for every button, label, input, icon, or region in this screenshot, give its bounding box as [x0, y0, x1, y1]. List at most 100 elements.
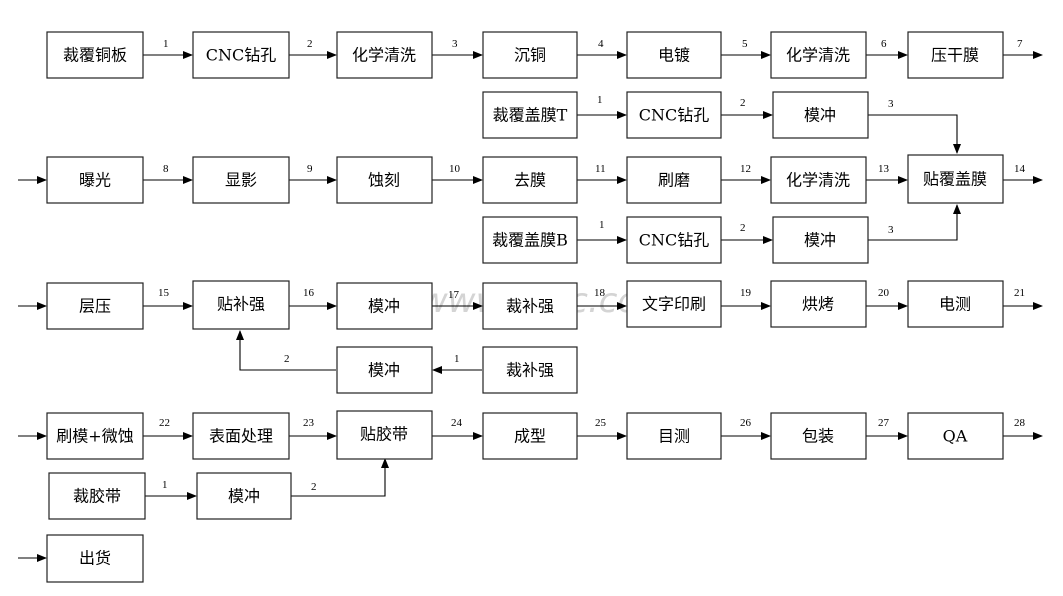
process-step-cnc-drill: CNC钻孔 — [626, 91, 722, 139]
process-step-plating: 电镀 — [626, 31, 722, 79]
process-label: 刷模+微蚀 — [56, 427, 133, 446]
step-number: 9 — [307, 163, 313, 175]
process-step-die-punch: 模冲 — [336, 346, 433, 394]
step-number: 21 — [1014, 287, 1025, 299]
process-label: 模冲 — [368, 297, 400, 316]
process-label: 刷磨 — [658, 171, 690, 190]
process-step-cut-ccl: 裁覆铜板 — [46, 31, 144, 79]
process-label: 曝光 — [79, 171, 111, 190]
process-label: 贴补强 — [217, 295, 265, 314]
step-number: 13 — [878, 163, 890, 175]
process-step-surface-finish: 表面处理 — [192, 412, 290, 460]
step-number: 12 — [740, 163, 751, 175]
process-step-cut-coverlay-bottom: 裁覆盖膜B — [482, 216, 578, 264]
process-step-exposure: 曝光 — [46, 156, 144, 204]
process-label: 化学清洗 — [352, 46, 416, 65]
process-label: 化学清洗 — [786, 171, 850, 190]
step-number: 2 — [311, 481, 317, 493]
process-label: 裁覆盖膜T — [493, 106, 568, 125]
step-number: 1 — [454, 353, 460, 365]
step-number: 2 — [284, 353, 290, 365]
step-number: 1 — [163, 38, 169, 50]
process-step-cut-stiffener: 裁补强 — [482, 282, 578, 330]
process-label: 模冲 — [228, 487, 260, 506]
process-step-packaging: 包装 — [770, 412, 867, 460]
process-step-chemical-clean: 化学清洗 — [336, 31, 433, 79]
step-number: 26 — [740, 417, 752, 429]
process-label: 去膜 — [514, 171, 546, 190]
process-label: 模冲 — [804, 106, 836, 125]
process-label: 出货 — [79, 549, 111, 568]
process-label: 裁覆铜板 — [63, 46, 127, 65]
process-label: 烘烤 — [802, 295, 834, 314]
process-label: 目测 — [658, 427, 690, 446]
process-step-die-punch: 模冲 — [336, 282, 433, 330]
process-step-cnc-drill: CNC钻孔 — [626, 216, 722, 264]
step-number: 23 — [303, 417, 315, 429]
step-number: 18 — [594, 287, 606, 299]
process-step-die-punch: 模冲 — [196, 472, 292, 520]
step-number: 11 — [595, 163, 606, 175]
process-label: 贴胶带 — [360, 425, 408, 444]
step-number: 3 — [888, 98, 894, 110]
process-label: 贴覆盖膜 — [923, 170, 987, 189]
process-step-apply-coverlay: 贴覆盖膜 — [907, 154, 1004, 204]
process-label: CNC钻孔 — [206, 46, 277, 65]
step-number: 8 — [163, 163, 169, 175]
process-step-apply-stiffener: 贴补强 — [192, 280, 290, 330]
process-label: QA — [943, 427, 968, 446]
process-step-laminate-dry-film: 压干膜 — [907, 31, 1004, 79]
step-number: 28 — [1014, 417, 1026, 429]
process-label: 显影 — [225, 171, 257, 190]
step-number: 24 — [451, 417, 463, 429]
step-number: 1 — [597, 94, 603, 106]
step-number: 1 — [162, 479, 168, 491]
step-number: 4 — [598, 38, 604, 50]
step-number: 3 — [452, 38, 458, 50]
process-label: 化学清洗 — [786, 46, 850, 65]
step-number: 14 — [1014, 163, 1026, 175]
process-step-electrical-test: 电测 — [907, 280, 1004, 328]
step-number: 10 — [449, 163, 461, 175]
step-number: 6 — [881, 38, 887, 50]
process-step-die-punch: 模冲 — [772, 216, 869, 264]
step-number: 1 — [599, 219, 605, 231]
step-number: 7 — [1017, 38, 1023, 50]
step-number: 19 — [740, 287, 752, 299]
step-number: 27 — [878, 417, 890, 429]
process-step-apply-tape: 贴胶带 — [336, 410, 433, 460]
process-step-chemical-clean: 化学清洗 — [770, 31, 867, 79]
process-label: CNC钻孔 — [639, 231, 710, 250]
step-number: 3 — [888, 224, 894, 236]
arrow-f2 — [291, 458, 389, 497]
arrow-d2 — [236, 330, 336, 371]
process-step-cut-tape: 裁胶带 — [48, 472, 146, 520]
arrow-t3 — [868, 114, 961, 154]
step-number: 25 — [595, 417, 607, 429]
process-label: 电测 — [939, 295, 971, 314]
process-step-cut-stiffener: 裁补强 — [482, 346, 578, 394]
process-label: 包装 — [802, 427, 834, 446]
step-number: 16 — [303, 287, 315, 299]
step-number: 2 — [307, 38, 313, 50]
process-label: 蚀刻 — [368, 171, 400, 190]
process-label: 裁覆盖膜B — [492, 231, 568, 250]
process-label: CNC钻孔 — [639, 106, 710, 125]
process-step-chemical-clean: 化学清洗 — [770, 156, 867, 204]
step-number: 5 — [742, 38, 748, 50]
process-label: 沉铜 — [514, 46, 546, 65]
process-step-brush-microetch: 刷模+微蚀 — [46, 412, 144, 460]
process-step-legend-printing: 文字印刷 — [626, 280, 722, 328]
process-label: 裁补强 — [506, 361, 554, 380]
process-step-lamination: 层压 — [46, 282, 144, 330]
process-step-forming: 成型 — [482, 412, 578, 460]
process-label: 模冲 — [368, 361, 400, 380]
step-number: 22 — [159, 417, 170, 429]
process-step-qa: QA — [907, 412, 1004, 460]
process-label: 裁胶带 — [73, 487, 121, 506]
step-number: 2 — [740, 97, 746, 109]
process-label: 表面处理 — [209, 427, 273, 446]
step-number: 15 — [158, 287, 170, 299]
process-label: 裁补强 — [506, 297, 554, 316]
